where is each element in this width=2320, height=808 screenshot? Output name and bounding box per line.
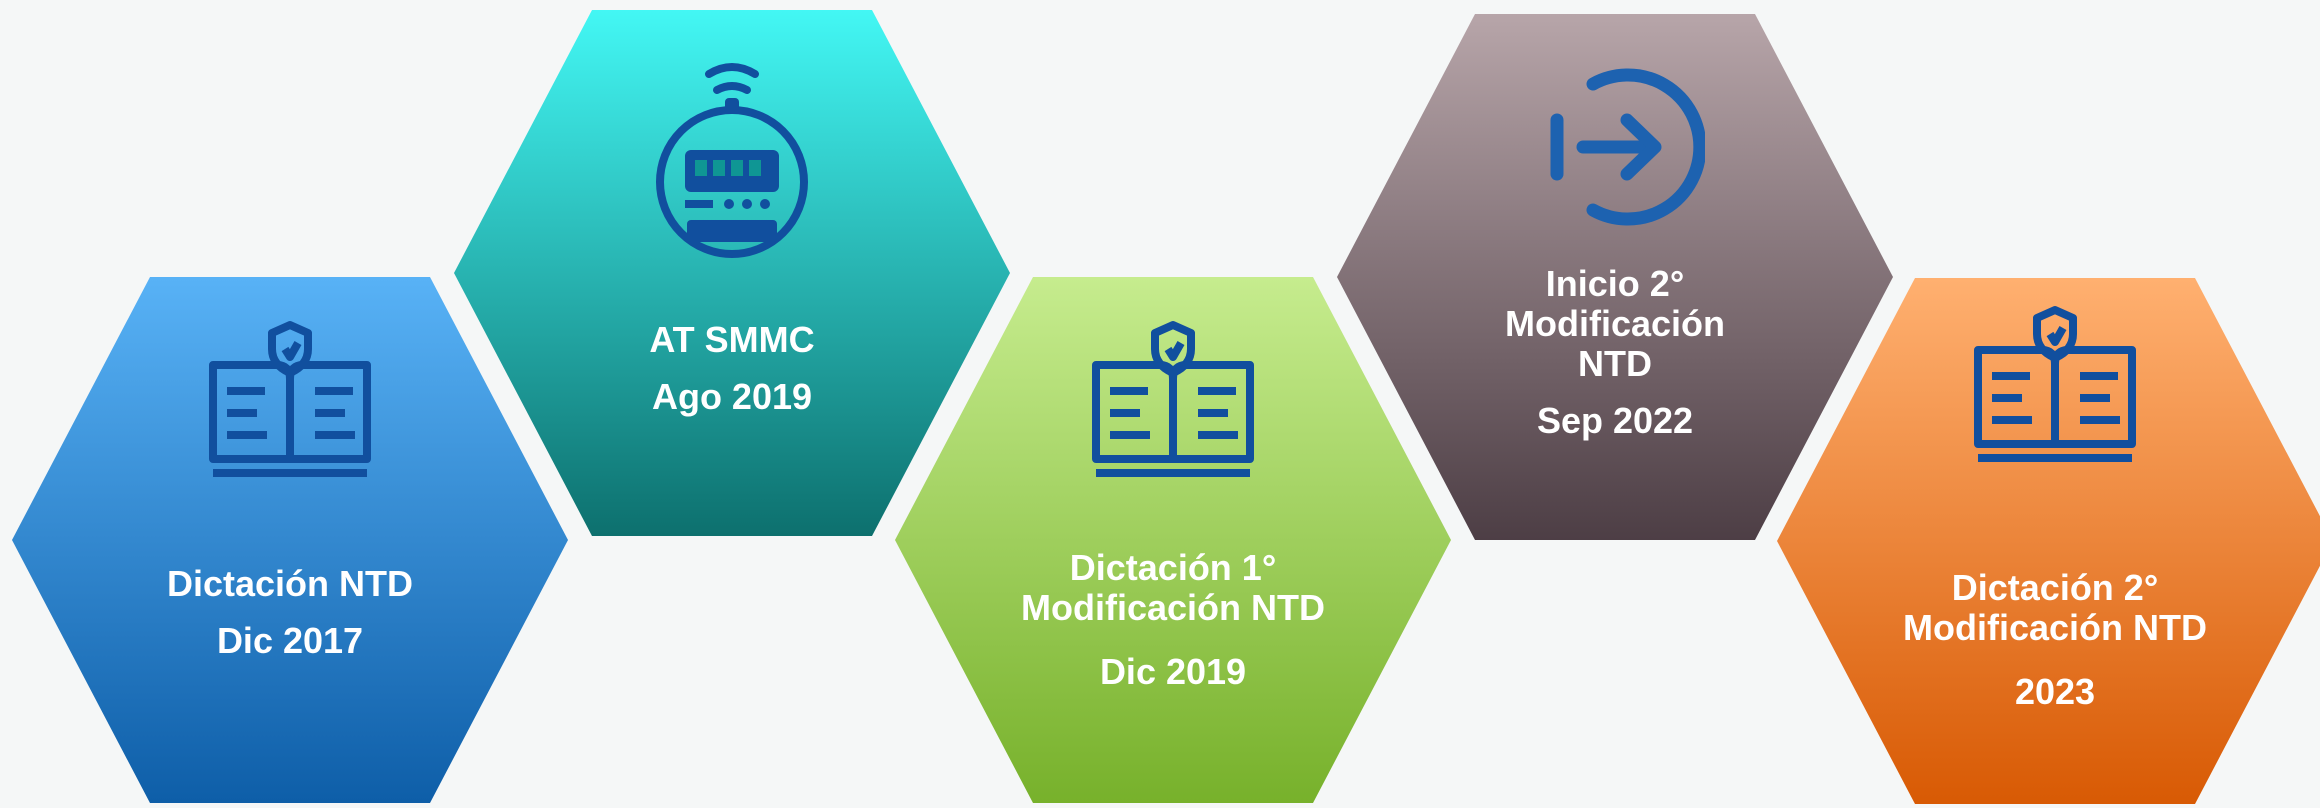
title-line: Modificación NTD <box>1903 607 2207 648</box>
milestone-title: Dictación 1° Modificación NTD <box>893 548 1453 628</box>
milestone-date: Dic 2019 <box>1099 651 1247 692</box>
title-line: Modificación NTD <box>1021 587 1325 628</box>
milestone-title: Dictación NTD <box>10 564 570 604</box>
milestone-date: Dic 2017 <box>216 620 364 661</box>
title-line: Inicio 2° <box>1545 263 1685 304</box>
open-book-shield-icon <box>1974 306 2136 462</box>
title-line: Dictación NTD <box>166 563 414 604</box>
hexagon-shape <box>1777 278 2320 804</box>
title-line: Dictación 1° <box>1069 547 1277 588</box>
title-line: Dictación 2° <box>1951 567 2159 608</box>
hexagon-shape <box>895 277 1451 803</box>
milestone-date: 2023 <box>2014 671 2096 712</box>
milestone-hexagon-2: AT SMMC Ago 2019 <box>452 8 1012 538</box>
title-line: Modificación <box>1504 303 1725 344</box>
milestone-date: Ago 2019 <box>651 376 813 417</box>
hexagon-shape <box>454 10 1010 536</box>
milestone-hexagon-5: Dictación 2° Modificación NTD 2023 <box>1775 276 2320 806</box>
hexagon-shape <box>1337 14 1893 540</box>
title-line: AT SMMC <box>649 319 815 360</box>
milestone-hexagon-3: Dictación 1° Modificación NTD Dic 2019 <box>893 275 1453 805</box>
open-book-shield-icon <box>209 321 371 477</box>
title-line: NTD <box>1578 343 1652 384</box>
login-arrow-icon <box>1550 68 1705 226</box>
milestone-hexagon-1: Dictación NTD Dic 2017 <box>10 275 570 805</box>
milestone-title: AT SMMC <box>452 320 1012 360</box>
milestone-date: Sep 2022 <box>1536 400 1694 441</box>
milestone-hexagon-4: Inicio 2° Modificación NTD Sep 2022 <box>1335 12 1895 542</box>
smart-meter-icon <box>656 63 808 258</box>
hexagon-shape <box>12 277 568 803</box>
milestone-title: Inicio 2° Modificación NTD <box>1335 264 1895 384</box>
open-book-shield-icon <box>1092 321 1254 477</box>
milestone-title: Dictación 2° Modificación NTD <box>1775 568 2320 648</box>
